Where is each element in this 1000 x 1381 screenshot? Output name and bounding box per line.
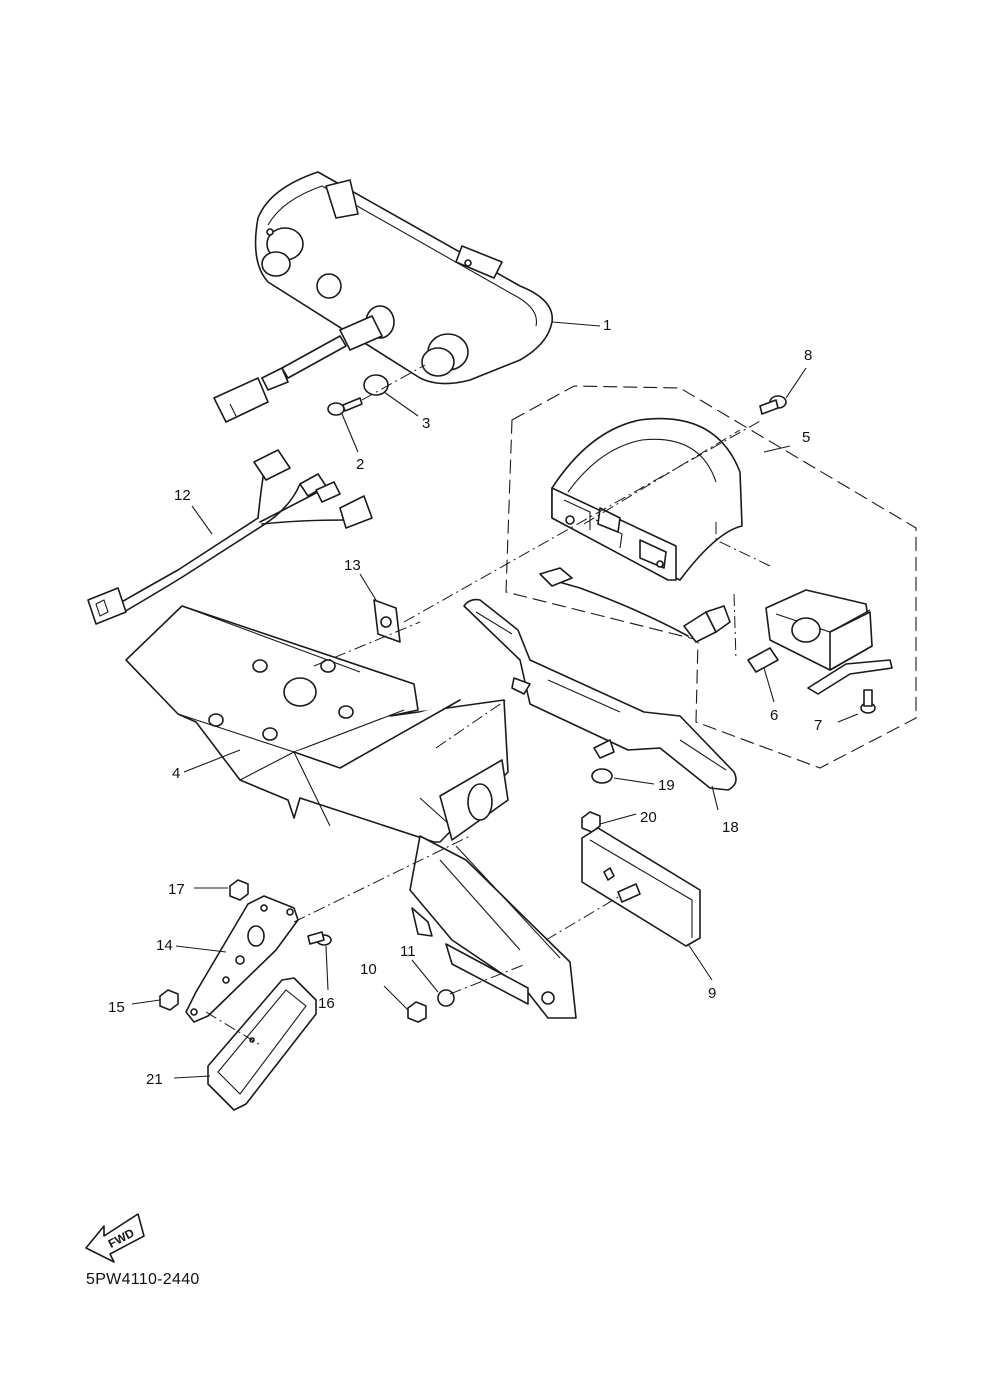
diagram-code: 5PW4110-2440: [86, 1271, 200, 1288]
callout-14: 14: [156, 937, 173, 954]
nut-10: [407, 1001, 427, 1023]
side-reflector-21: [207, 977, 317, 1111]
callout-1: 1: [603, 317, 611, 334]
callout-8: 8: [804, 347, 812, 364]
callout-19: 19: [658, 777, 675, 794]
callout-13: 13: [344, 557, 361, 574]
nut-20: [581, 811, 601, 833]
callout-7: 7: [814, 717, 822, 734]
bulb-6: [747, 647, 779, 673]
nut-17: [229, 879, 249, 901]
callout-10: 10: [360, 961, 377, 978]
screw-8: [759, 395, 787, 415]
license-light-5: [539, 417, 893, 695]
callout-12: 12: [174, 487, 191, 504]
reflector-9: [581, 827, 701, 947]
callout-6: 6: [770, 707, 778, 724]
collar-11: [437, 989, 455, 1007]
assembly-5-boundary: [505, 385, 917, 769]
callout-11: 11: [400, 943, 416, 960]
reflector-bracket-14: [185, 895, 299, 1023]
nut-15: [159, 989, 179, 1011]
washer-19: [591, 768, 613, 784]
callout-17: 17: [168, 881, 185, 898]
callout-16: 16: [318, 995, 335, 1012]
callout-2: 2: [356, 456, 364, 473]
callout-5: 5: [802, 429, 810, 446]
callout-15: 15: [108, 999, 125, 1016]
callout-21: 21: [146, 1071, 163, 1088]
screw-2: [327, 397, 363, 416]
callout-18: 18: [722, 819, 739, 836]
callout-3: 3: [422, 415, 430, 432]
license-bracket-18: [463, 598, 737, 791]
tail-light-housing: [213, 171, 553, 423]
rear-fender-4: [125, 605, 577, 1019]
callout-4: 4: [172, 765, 180, 782]
callout-20: 20: [640, 809, 657, 826]
wire-harness-12: [87, 449, 373, 625]
alignment-lines: [205, 419, 771, 1047]
screw-16: [307, 931, 332, 946]
leader-lines: [131, 321, 859, 1079]
forward-direction-arrow: FWD: [85, 1213, 145, 1263]
callout-labels: 1 2 3 4 5 6 7 8 9 10 11 12 13 14 15 16 1…: [108, 317, 822, 1088]
callout-9: 9: [708, 985, 716, 1002]
nut-plate-13: [373, 599, 401, 643]
screw-7: [860, 689, 876, 714]
